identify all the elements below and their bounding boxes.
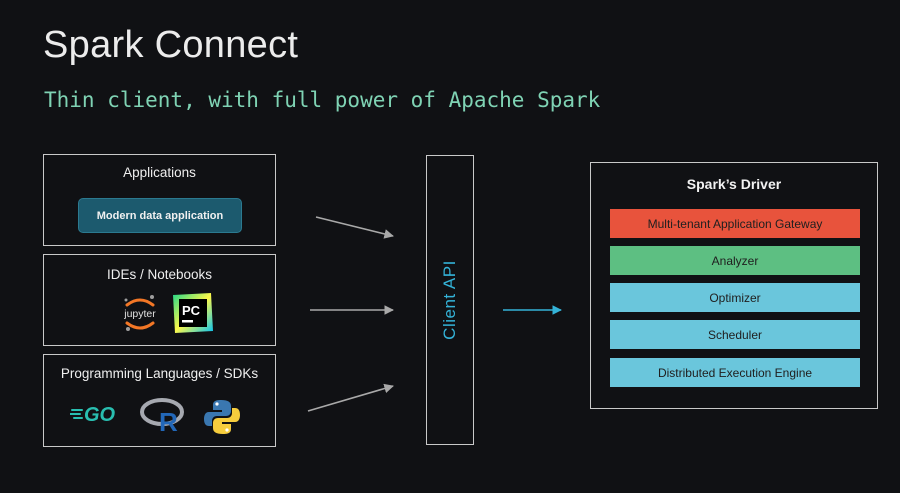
applications-box: Applications Modern data application <box>43 154 276 246</box>
ides-notebooks-box: IDEs / Notebooks jupyter PC <box>43 254 276 346</box>
modern-data-application-pill: Modern data application <box>78 198 242 233</box>
layer-multi-tenant-gateway-label: Multi-tenant Application Gateway <box>647 216 823 231</box>
spark-driver-box: Spark’s Driver Multi-tenant Application … <box>590 162 878 409</box>
layer-scheduler: Scheduler <box>610 320 860 349</box>
pycharm-logo-icon: PC <box>173 293 213 333</box>
jupyter-logo-icon: jupyter <box>123 295 156 331</box>
layer-distributed-execution-engine: Distributed Execution Engine <box>610 358 860 387</box>
slide-title: Spark Connect <box>43 24 299 66</box>
ides-notebooks-title: IDEs / Notebooks <box>106 267 213 282</box>
r-logo-text: R <box>159 407 178 435</box>
pycharm-logo-text: PC <box>182 303 201 318</box>
client-api-label: Client API <box>440 260 459 340</box>
client-api-box: Client API <box>426 155 474 445</box>
arrow-languages-to-client-api <box>307 383 394 412</box>
slide-subtitle: Thin client, with full power of Apache S… <box>44 88 601 112</box>
programming-languages-title: Programming Languages / SDKs <box>60 366 259 381</box>
layer-scheduler-label: Scheduler <box>707 327 763 342</box>
layer-optimizer-label: Optimizer <box>709 290 761 305</box>
applications-title: Applications <box>123 165 196 180</box>
go-logo-text: GO <box>84 404 116 426</box>
jupyter-logo-text: jupyter <box>123 308 156 320</box>
spark-driver-title: Spark’s Driver <box>686 176 782 192</box>
r-logo-icon: R <box>140 398 184 435</box>
layer-analyzer: Analyzer <box>610 246 860 275</box>
go-logo-icon: GO <box>70 404 116 426</box>
programming-languages-box: Programming Languages / SDKs GO R <box>43 354 276 447</box>
arrow-applications-to-client-api <box>315 216 394 239</box>
layer-optimizer: Optimizer <box>610 283 860 312</box>
layer-analyzer-label: Analyzer <box>711 253 759 268</box>
python-logo-icon <box>204 400 240 434</box>
layer-multi-tenant-gateway: Multi-tenant Application Gateway <box>610 209 860 238</box>
layer-distributed-execution-engine-label: Distributed Execution Engine <box>657 365 813 380</box>
